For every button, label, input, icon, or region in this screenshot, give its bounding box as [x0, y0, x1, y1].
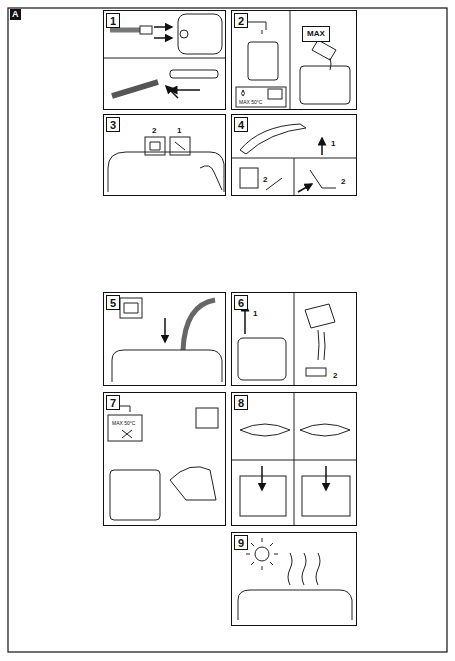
callout-label: MAX 50°C — [238, 100, 263, 105]
step-panel: 3 — [103, 114, 226, 196]
step-number: 6 — [234, 295, 248, 310]
step-number: 1 — [106, 13, 120, 28]
panel-sketches — [103, 10, 357, 620]
callout-label: 1 — [330, 140, 336, 148]
step-number: 8 — [234, 395, 248, 410]
step-panel: 5 — [103, 292, 226, 386]
callout-label: 2 — [262, 176, 268, 184]
step-number: 9 — [234, 535, 248, 550]
step-panel: 8 — [231, 392, 357, 526]
outer-frame — [8, 8, 447, 652]
step-number: 2 — [234, 13, 248, 28]
step-number: 3 — [106, 117, 120, 132]
step-panel: 2 — [231, 10, 357, 110]
step-number: 4 — [234, 117, 248, 132]
figure-letter: A — [10, 9, 21, 20]
step-number: 5 — [106, 295, 120, 310]
callout-label: 2 — [332, 372, 338, 380]
callout-label: 1 — [176, 127, 182, 135]
callout-label: MAX — [302, 26, 330, 42]
callout-label: 2 — [151, 127, 157, 135]
callout-label: 1 — [252, 310, 258, 318]
step-panel: 1 — [103, 10, 226, 110]
step-panel: 4 — [231, 114, 357, 196]
callout-label: 2 — [340, 178, 346, 186]
step-panel: 9 — [231, 532, 357, 626]
callout-label: MAX 50°C — [111, 421, 136, 426]
step-number: 7 — [106, 395, 120, 410]
step-panel: 7 — [103, 392, 226, 526]
